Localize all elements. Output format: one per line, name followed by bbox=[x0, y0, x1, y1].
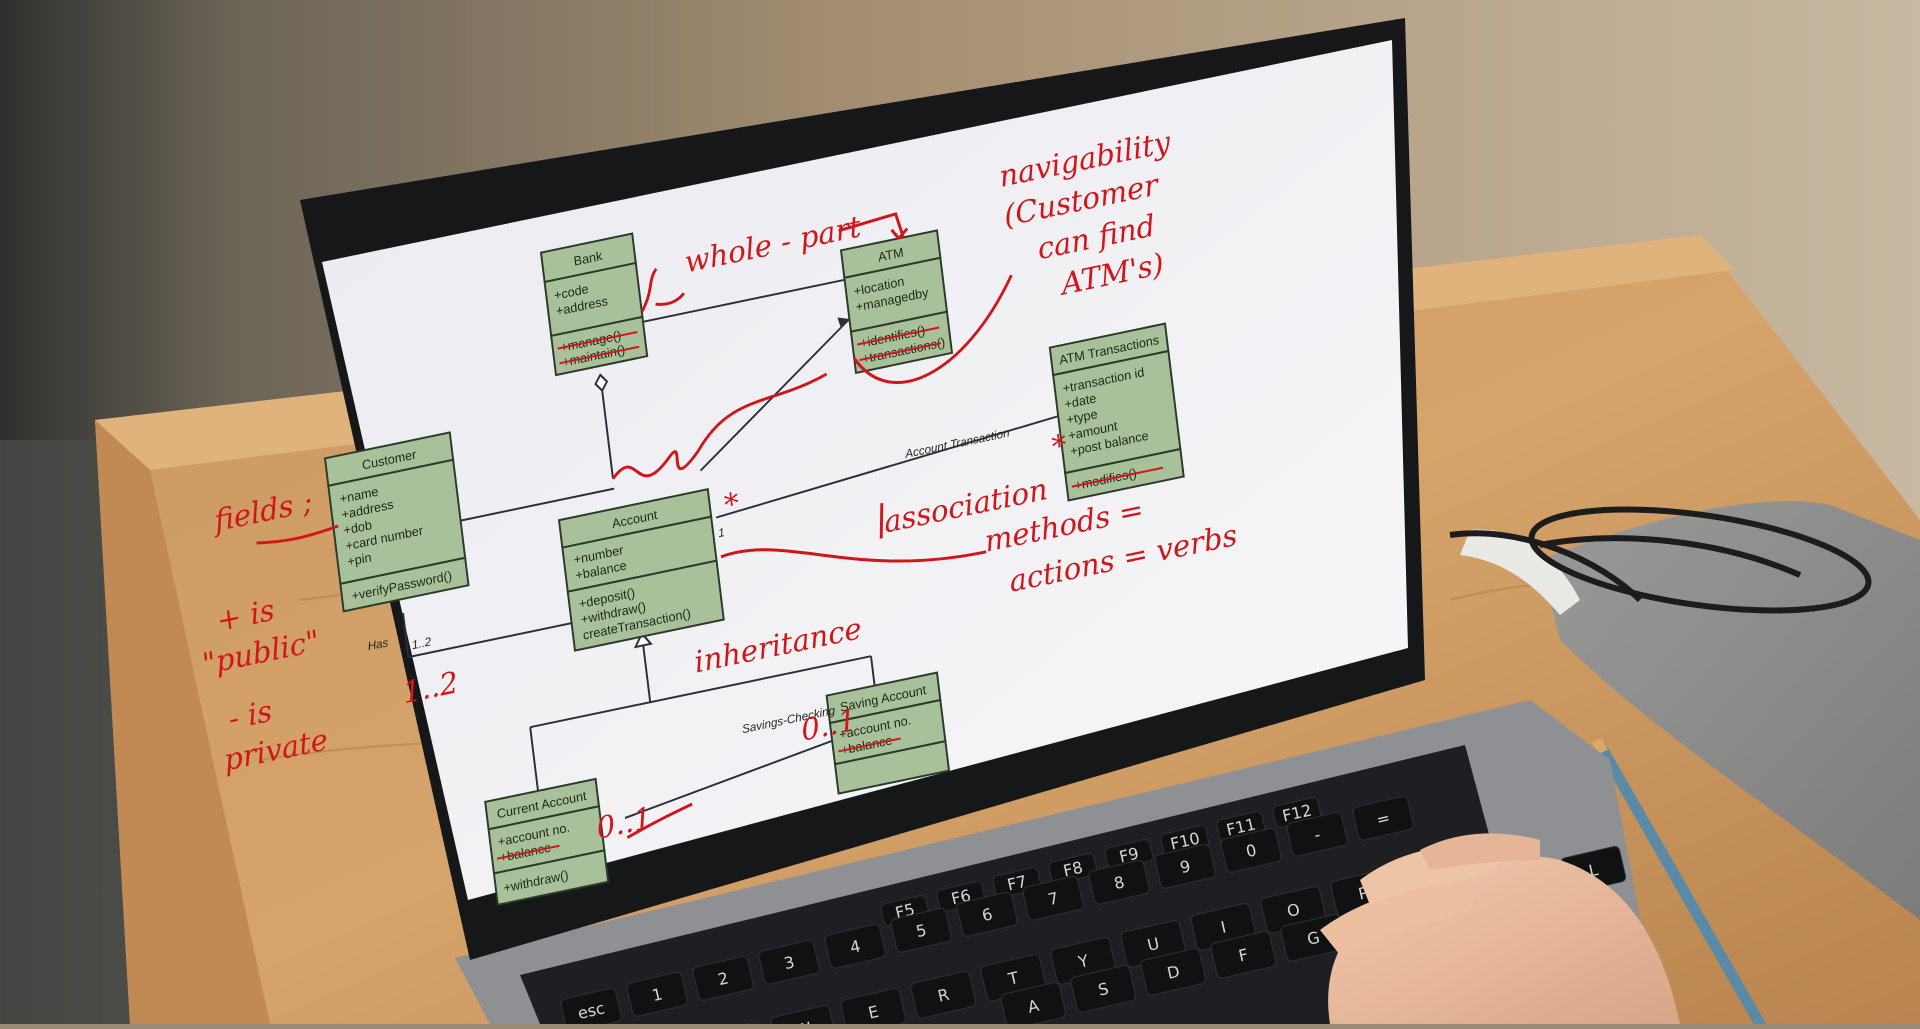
key-label: 3 bbox=[782, 952, 796, 973]
class-name: Bank bbox=[573, 248, 604, 269]
uml-class-account[interactable]: Account +number +balance +deposit() +wit… bbox=[557, 488, 725, 652]
class-name: ATM bbox=[877, 244, 904, 264]
key-label: 1 bbox=[650, 984, 664, 1005]
keyboard-key: 8 bbox=[1088, 859, 1150, 905]
key-label: Y bbox=[1076, 951, 1091, 972]
keyboard-key: E bbox=[840, 987, 907, 1029]
key-label: R bbox=[936, 985, 951, 1006]
keyboard-key: 1 bbox=[626, 971, 688, 1017]
key-label: 5 bbox=[914, 920, 928, 941]
pencil bbox=[1592, 737, 1766, 1029]
key-label: 4 bbox=[848, 936, 862, 957]
key-label: T bbox=[1006, 968, 1021, 989]
multiplicity-label: 1 bbox=[717, 525, 725, 540]
annotation-star: * bbox=[723, 486, 742, 523]
class-attribute: +type bbox=[1066, 406, 1099, 427]
key-label: E bbox=[866, 1002, 880, 1023]
multiplicity-label: 1 bbox=[399, 616, 407, 631]
key-label: A bbox=[1026, 996, 1041, 1017]
key-label: 8 bbox=[1112, 872, 1126, 893]
class-attribute: +date bbox=[1064, 390, 1097, 412]
keyboard-key: F8 bbox=[1048, 853, 1098, 884]
key-label: 6 bbox=[980, 904, 994, 925]
key-label: U bbox=[1146, 934, 1162, 955]
keyboard-key: D bbox=[1140, 947, 1207, 996]
keyboard-key: esc bbox=[560, 987, 622, 1029]
key-label: F7 bbox=[1005, 872, 1028, 895]
keyboard-key: = bbox=[1352, 795, 1414, 841]
keyboard-key: R bbox=[910, 970, 977, 1019]
class-attribute: +dob bbox=[343, 517, 373, 538]
keyboard-key: F bbox=[1210, 930, 1277, 979]
annotation-star: * bbox=[1050, 427, 1069, 464]
key-label: = bbox=[1375, 808, 1392, 830]
class-attribute: +pin bbox=[347, 549, 373, 569]
uml-class-current-account[interactable]: Current Account +account no. +balance +w… bbox=[484, 777, 610, 906]
keyboard-key: - bbox=[1286, 811, 1348, 857]
key-label: - bbox=[1312, 825, 1322, 845]
keyboard-key: 2 bbox=[692, 955, 754, 1001]
typing-hand bbox=[1320, 833, 1680, 1024]
key-label: F8 bbox=[1061, 858, 1084, 881]
key-label: 7 bbox=[1046, 888, 1060, 909]
key-label: 2 bbox=[716, 968, 730, 989]
association-label: Has bbox=[367, 635, 389, 653]
keyboard-key: A bbox=[1000, 981, 1067, 1029]
uml-class-customer[interactable]: Customer +name +address +dob +card numbe… bbox=[323, 431, 470, 613]
keyboard-key: 7 bbox=[1022, 875, 1084, 921]
keyboard-key: S bbox=[1070, 964, 1137, 1013]
multiplicity-label: 1..2 bbox=[411, 634, 432, 652]
key-label: F bbox=[1237, 945, 1250, 966]
keyboard-key: 5 bbox=[890, 907, 952, 953]
keyboard-key: 0 bbox=[1220, 827, 1282, 873]
eyeglasses bbox=[1449, 506, 1872, 614]
uml-class-atm-transactions[interactable]: ATM Transactions +transaction id +date +… bbox=[1048, 322, 1185, 502]
uml-class-atm[interactable]: ATM +location +managedby +identifies() +… bbox=[839, 229, 954, 375]
keyboard-key: 4 bbox=[824, 923, 886, 969]
key-label: 0 bbox=[1244, 840, 1258, 861]
uml-class-saving-account[interactable]: Saving Account +account no. +balance bbox=[825, 671, 951, 795]
key-label: 9 bbox=[1178, 856, 1192, 877]
key-label: G bbox=[1305, 928, 1321, 949]
key-label: D bbox=[1165, 962, 1181, 983]
uml-class-bank[interactable]: Bank +code +address +manage() +maintain(… bbox=[539, 232, 649, 377]
keyboard-key: 9 bbox=[1154, 843, 1216, 889]
key-label: S bbox=[1096, 979, 1110, 1000]
keyboard-key: 6 bbox=[956, 891, 1018, 937]
keyboard-key: F7 bbox=[992, 867, 1042, 898]
class-attribute: +code bbox=[553, 281, 589, 303]
key-label: O bbox=[1285, 900, 1302, 921]
keyboard-key: 3 bbox=[758, 939, 820, 985]
key-label: I bbox=[1219, 917, 1228, 937]
